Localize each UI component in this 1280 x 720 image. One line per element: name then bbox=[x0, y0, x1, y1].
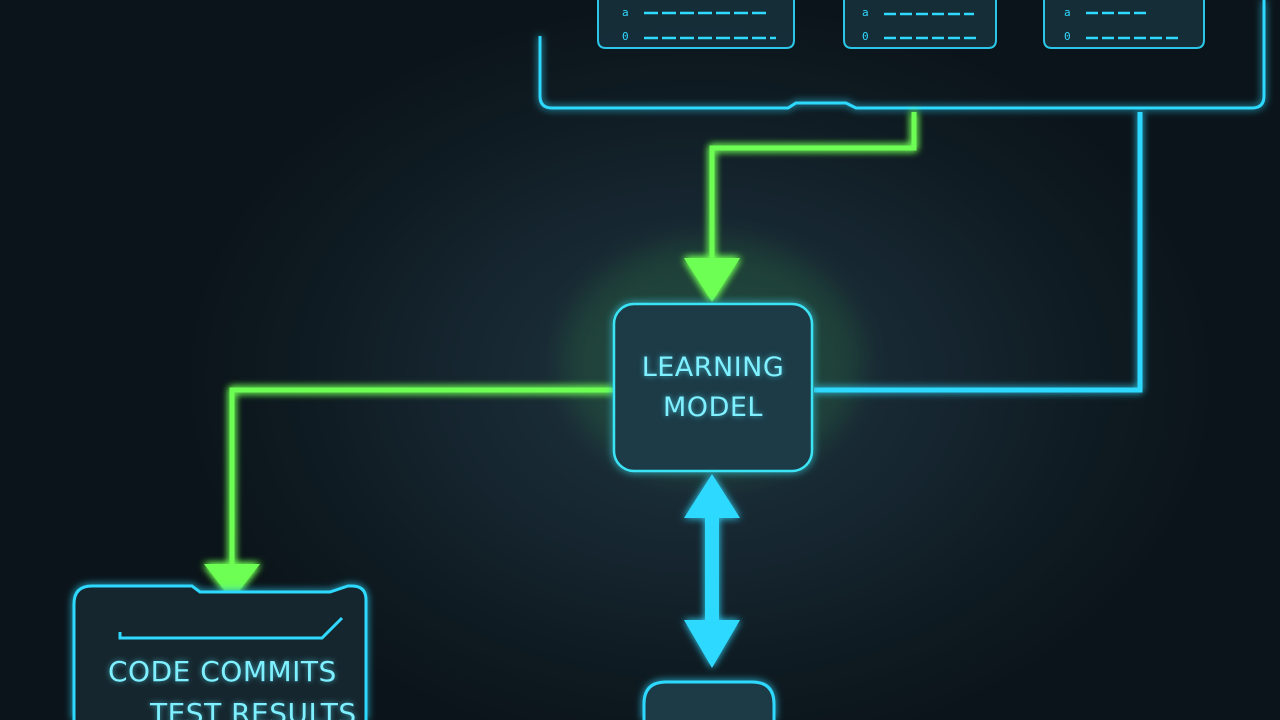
svg-text:a: a bbox=[862, 6, 869, 19]
green-arrowhead-top bbox=[684, 258, 740, 302]
learning-model-title-line1: LEARNING bbox=[641, 352, 785, 383]
learning-model-title-line2: MODEL bbox=[663, 392, 763, 423]
code-commits-title-line2: TEST RESULTS bbox=[150, 697, 357, 720]
svg-text:0: 0 bbox=[862, 30, 869, 43]
bidirectional-arrow bbox=[684, 474, 740, 668]
learning-model-node bbox=[612, 302, 814, 473]
code-commits-node bbox=[72, 584, 368, 720]
green-connector-left bbox=[229, 387, 614, 568]
source-card-1: a 0 bbox=[597, 0, 795, 49]
source-card-3: a 0 bbox=[1043, 0, 1205, 49]
data-sources-panel bbox=[538, 0, 1266, 110]
code-commits-accent-line bbox=[118, 616, 344, 640]
source-card-2: a 0 bbox=[843, 0, 997, 49]
green-connector-top bbox=[709, 112, 917, 262]
green-arrowhead-left bbox=[204, 564, 260, 600]
svg-text:a: a bbox=[622, 6, 629, 19]
code-commits-title-line1: CODE COMMITS bbox=[108, 655, 337, 688]
svg-text:0: 0 bbox=[1064, 30, 1071, 43]
blue-connector-right bbox=[814, 112, 1143, 393]
bottom-node bbox=[642, 680, 776, 720]
svg-text:a: a bbox=[1064, 6, 1071, 19]
svg-text:0: 0 bbox=[622, 30, 629, 43]
